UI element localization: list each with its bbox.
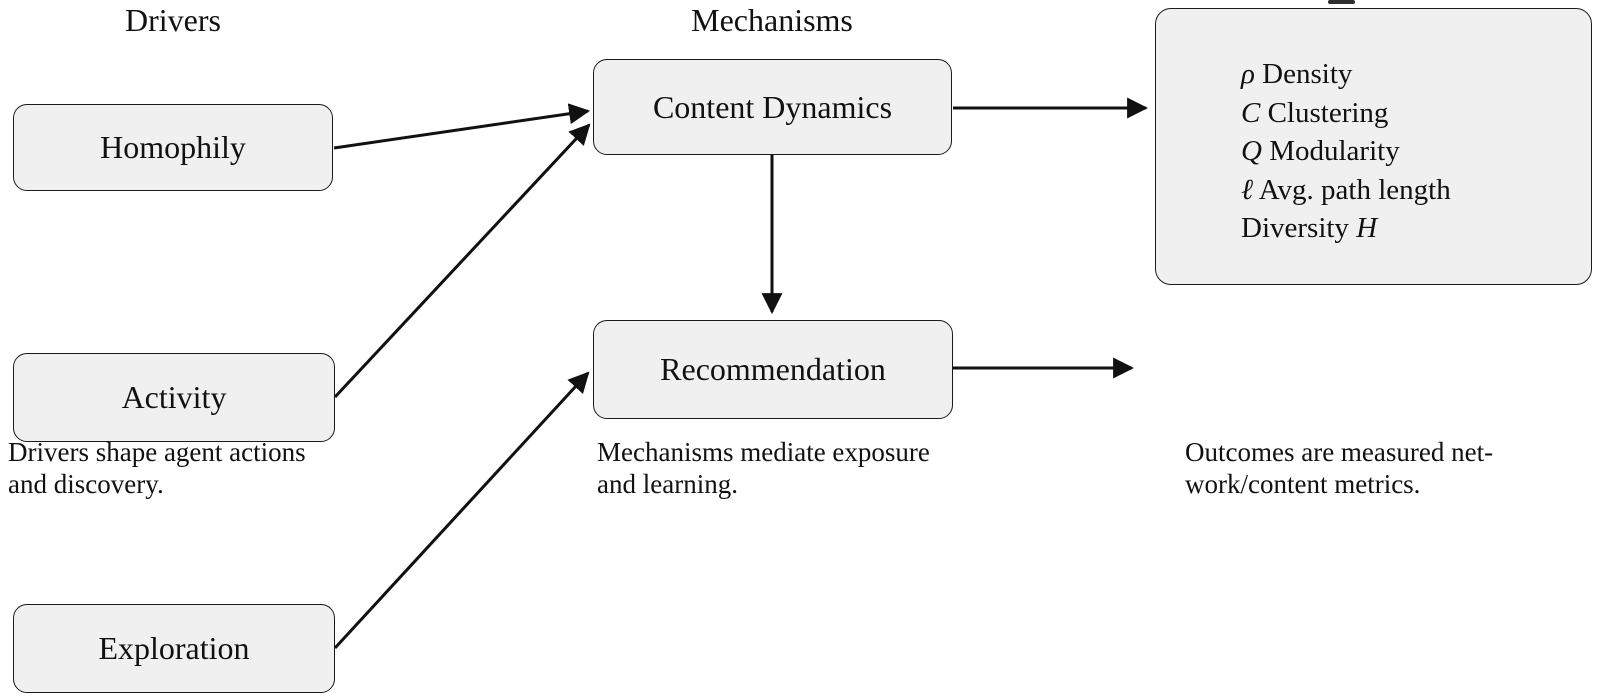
node-activity: Activity: [13, 353, 335, 442]
metric-density: ρ Density: [1241, 55, 1451, 94]
metric-clustering-label: Clustering: [1267, 96, 1389, 129]
caption-drivers-line1: Drivers shape agent actions: [8, 437, 306, 467]
cropped-outcomes-header-remnant: [1328, 0, 1355, 4]
caption-mechanisms-line1: Mechanisms mediate exposure: [597, 437, 930, 467]
node-exploration: Exploration: [13, 604, 335, 693]
metric-clustering: C Clustering: [1241, 94, 1451, 133]
caption-outcomes-line1: Outcomes are measured net-: [1185, 437, 1494, 467]
outcomes-metrics-list: ρ Density C Clustering Q Modularity ℓ Av…: [1156, 9, 1451, 248]
node-homophily-label: Homophily: [100, 129, 246, 165]
caption-mechanisms: Mechanisms mediate exposure and learning…: [597, 436, 930, 500]
metric-diversity-label: Diversity: [1241, 212, 1349, 244]
node-activity-label: Activity: [121, 379, 227, 415]
arrow-activity-to-content-dynamics: [333, 123, 591, 399]
metric-modularity-label: Modularity: [1269, 135, 1400, 167]
arrow-exploration-to-recommendation: [333, 371, 590, 650]
metric-density-symbol: ρ: [1241, 58, 1255, 90]
metric-clustering-symbol: C: [1241, 96, 1261, 129]
column-header-mechanisms: Mechanisms: [691, 2, 853, 38]
caption-outcomes: Outcomes are measured net- work/content …: [1185, 436, 1493, 500]
metric-path-length-symbol: ℓ: [1241, 173, 1254, 206]
node-content-dynamics-label: Content Dynamics: [652, 88, 893, 125]
metric-diversity-symbol: H: [1356, 212, 1378, 244]
arrow-homophily-to-content-dynamics: [333, 103, 591, 150]
metric-density-label: Density: [1262, 58, 1353, 90]
metric-path-length: ℓ Avg. path length: [1241, 171, 1451, 210]
caption-drivers-line2: and discovery.: [8, 469, 164, 499]
node-outcomes-metrics: ρ Density C Clustering Q Modularity ℓ Av…: [1155, 8, 1592, 285]
node-content-dynamics: Content Dynamics: [593, 59, 952, 155]
node-recommendation: Recommendation: [593, 320, 953, 419]
node-exploration-label: Exploration: [98, 630, 250, 666]
node-homophily: Homophily: [13, 104, 333, 191]
metric-modularity-symbol: Q: [1241, 135, 1262, 167]
caption-drivers: Drivers shape agent actions and discover…: [8, 436, 306, 500]
metric-modularity: Q Modularity: [1241, 132, 1451, 171]
caption-outcomes-line2: work/content metrics.: [1185, 469, 1421, 499]
node-recommendation-label: Recommendation: [660, 351, 886, 387]
column-header-drivers: Drivers: [125, 2, 221, 38]
caption-mechanisms-line2: and learning.: [597, 469, 738, 499]
metric-path-length-label: Avg. path length: [1258, 173, 1451, 206]
metric-diversity: Diversity H: [1241, 209, 1451, 248]
